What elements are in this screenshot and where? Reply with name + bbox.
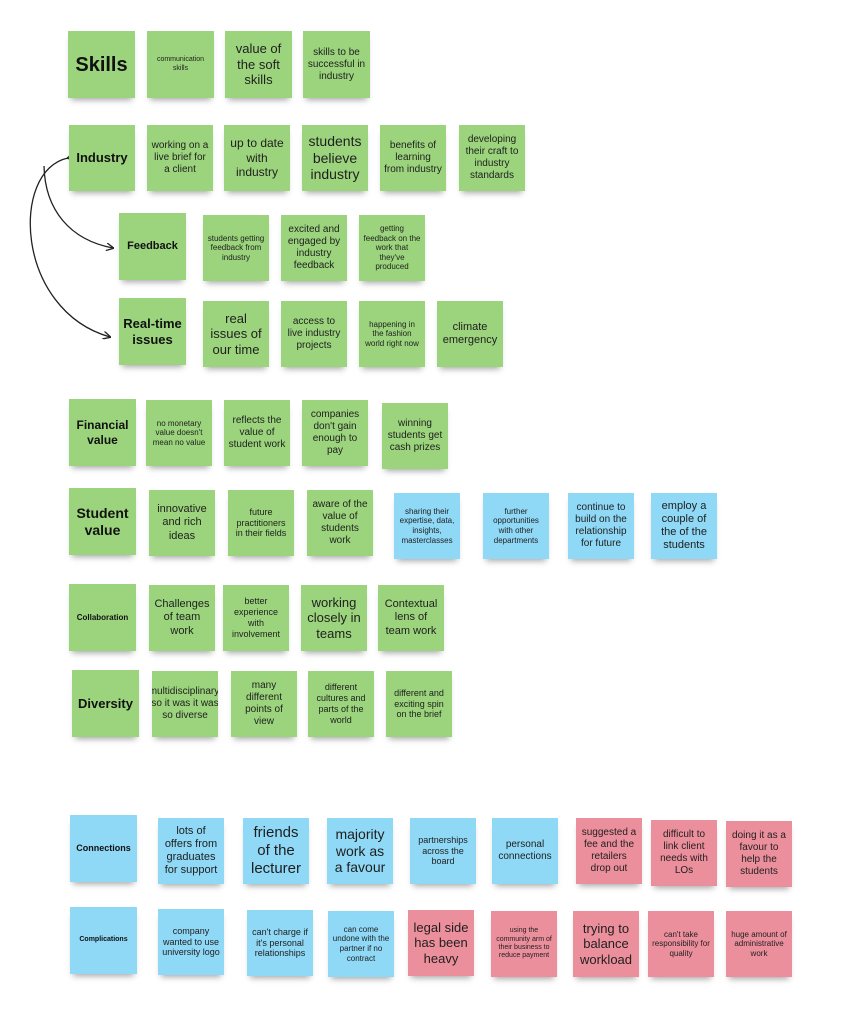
sticky-note[interactable]: Challenges of team work — [149, 585, 215, 651]
sticky-note[interactable]: Contextual lens of team work — [378, 585, 444, 651]
sticky-note[interactable]: sharing their expertise, data, insights,… — [394, 493, 460, 559]
sticky-note[interactable]: different cultures and parts of the worl… — [308, 671, 374, 737]
sticky-note[interactable]: benefits of learning from industry — [380, 125, 446, 191]
sticky-note[interactable]: students getting feedback from industry — [203, 215, 269, 281]
sticky-note[interactable]: happening in the fashion world right now — [359, 301, 425, 367]
sticky-note[interactable]: can't charge if it's personal relationsh… — [247, 910, 313, 976]
sticky-note[interactable]: skills to be successful in industry — [303, 31, 370, 98]
sticky-note[interactable]: up to date with industry — [224, 125, 290, 191]
sticky-note[interactable]: communication skills — [147, 31, 214, 98]
sticky-note[interactable]: friends of the lecturer — [243, 818, 309, 884]
sticky-note[interactable]: companies don't gain enough to pay — [302, 400, 368, 466]
sticky-note[interactable]: no monetary value doesn't mean no value — [146, 400, 212, 466]
sticky-note[interactable]: company wanted to use university logo — [158, 909, 224, 975]
sticky-note[interactable]: using the community arm of their busines… — [491, 911, 557, 977]
sticky-note[interactable]: getting feedback on the work that they'v… — [359, 215, 425, 281]
sticky-note[interactable]: access to live industry projects — [281, 301, 347, 367]
sticky-note[interactable]: suggested a fee and the retailers drop o… — [576, 818, 642, 884]
sticky-note[interactable]: real issues of our time — [203, 301, 269, 367]
sticky-note[interactable]: innovative and rich ideas — [149, 490, 215, 556]
sticky-note[interactable]: huge amount of administrative work — [726, 911, 792, 977]
sticky-note[interactable]: difficult to link client needs with LOs — [651, 820, 717, 886]
sticky-note[interactable]: multidisciplinary, so it was it was so d… — [152, 671, 218, 737]
sticky-note[interactable]: reflects the value of student work — [224, 400, 290, 466]
category-complications[interactable]: Complications — [70, 907, 137, 974]
sticky-note[interactable]: trying to balance workload — [573, 911, 639, 977]
sticky-note[interactable]: partnerships across the board — [410, 818, 476, 884]
category-feedback[interactable]: Feedback — [119, 213, 186, 280]
sticky-note[interactable]: working on a live brief for a client — [147, 125, 213, 191]
sticky-note[interactable]: better experience with involvement — [223, 585, 289, 651]
category-financial-value[interactable]: Financial value — [69, 399, 136, 466]
sticky-note[interactable]: can't take responsibility for quality — [648, 911, 714, 977]
sticky-note[interactable]: future practitioners in their fields — [228, 490, 294, 556]
sticky-note[interactable]: different and exciting spin on the brief — [386, 671, 452, 737]
sticky-note[interactable]: majority work as a favour — [327, 818, 393, 884]
sticky-note[interactable]: legal side has been heavy — [408, 910, 474, 976]
sticky-note[interactable]: students believe industry — [302, 125, 368, 191]
sticky-note[interactable]: lots of offers from graduates for suppor… — [158, 818, 224, 884]
category-industry[interactable]: Industry — [69, 125, 135, 191]
sticky-note[interactable]: employ a couple of the of the students — [651, 493, 717, 559]
sticky-note[interactable]: doing it as a favour to help the student… — [726, 821, 792, 887]
sticky-note[interactable]: winning students get cash prizes — [382, 403, 448, 469]
sticky-note[interactable]: further opportunities with other departm… — [483, 493, 549, 559]
category-skills[interactable]: Skills — [68, 31, 135, 98]
category-connections[interactable]: Connections — [70, 815, 137, 882]
sticky-note[interactable]: excited and engaged by industry feedback — [281, 215, 347, 281]
category-realtime-issues[interactable]: Real-time issues — [119, 298, 186, 365]
sticky-note[interactable]: value of the soft skills — [225, 31, 292, 98]
sticky-note[interactable]: working closely in teams — [301, 585, 367, 651]
sticky-note[interactable]: can come undone with the partner if no c… — [328, 911, 394, 977]
sticky-note[interactable]: many different points of view — [231, 671, 297, 737]
sticky-note[interactable]: personal connections — [492, 818, 558, 884]
sticky-note[interactable]: continue to build on the relationship fo… — [568, 493, 634, 559]
category-diversity[interactable]: Diversity — [72, 670, 139, 737]
category-collaboration[interactable]: Collaboration — [69, 584, 136, 651]
sticky-note[interactable]: aware of the value of students work — [307, 490, 373, 556]
sticky-note[interactable]: developing their craft to industry stand… — [459, 125, 525, 191]
sticky-note[interactable]: climate emergency — [437, 301, 503, 367]
category-student-value[interactable]: Student value — [69, 488, 136, 555]
